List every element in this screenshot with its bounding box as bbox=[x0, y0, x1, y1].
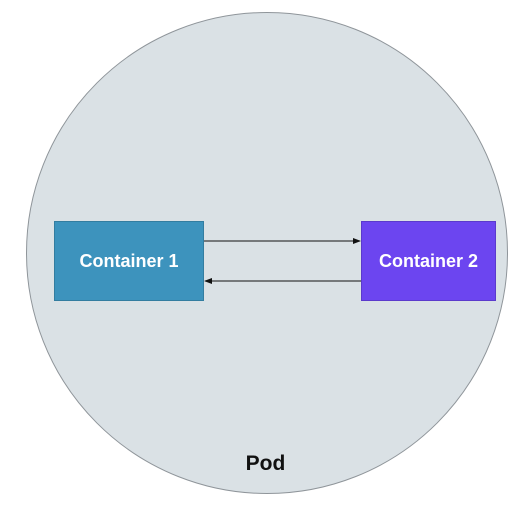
container-1-box: Container 1 bbox=[54, 221, 204, 301]
container-2-label: Container 2 bbox=[378, 250, 479, 271]
pod-label: Pod bbox=[245, 452, 286, 475]
container-2-box: Container 2 bbox=[361, 221, 496, 301]
container-1-label: Container 1 bbox=[79, 250, 179, 271]
